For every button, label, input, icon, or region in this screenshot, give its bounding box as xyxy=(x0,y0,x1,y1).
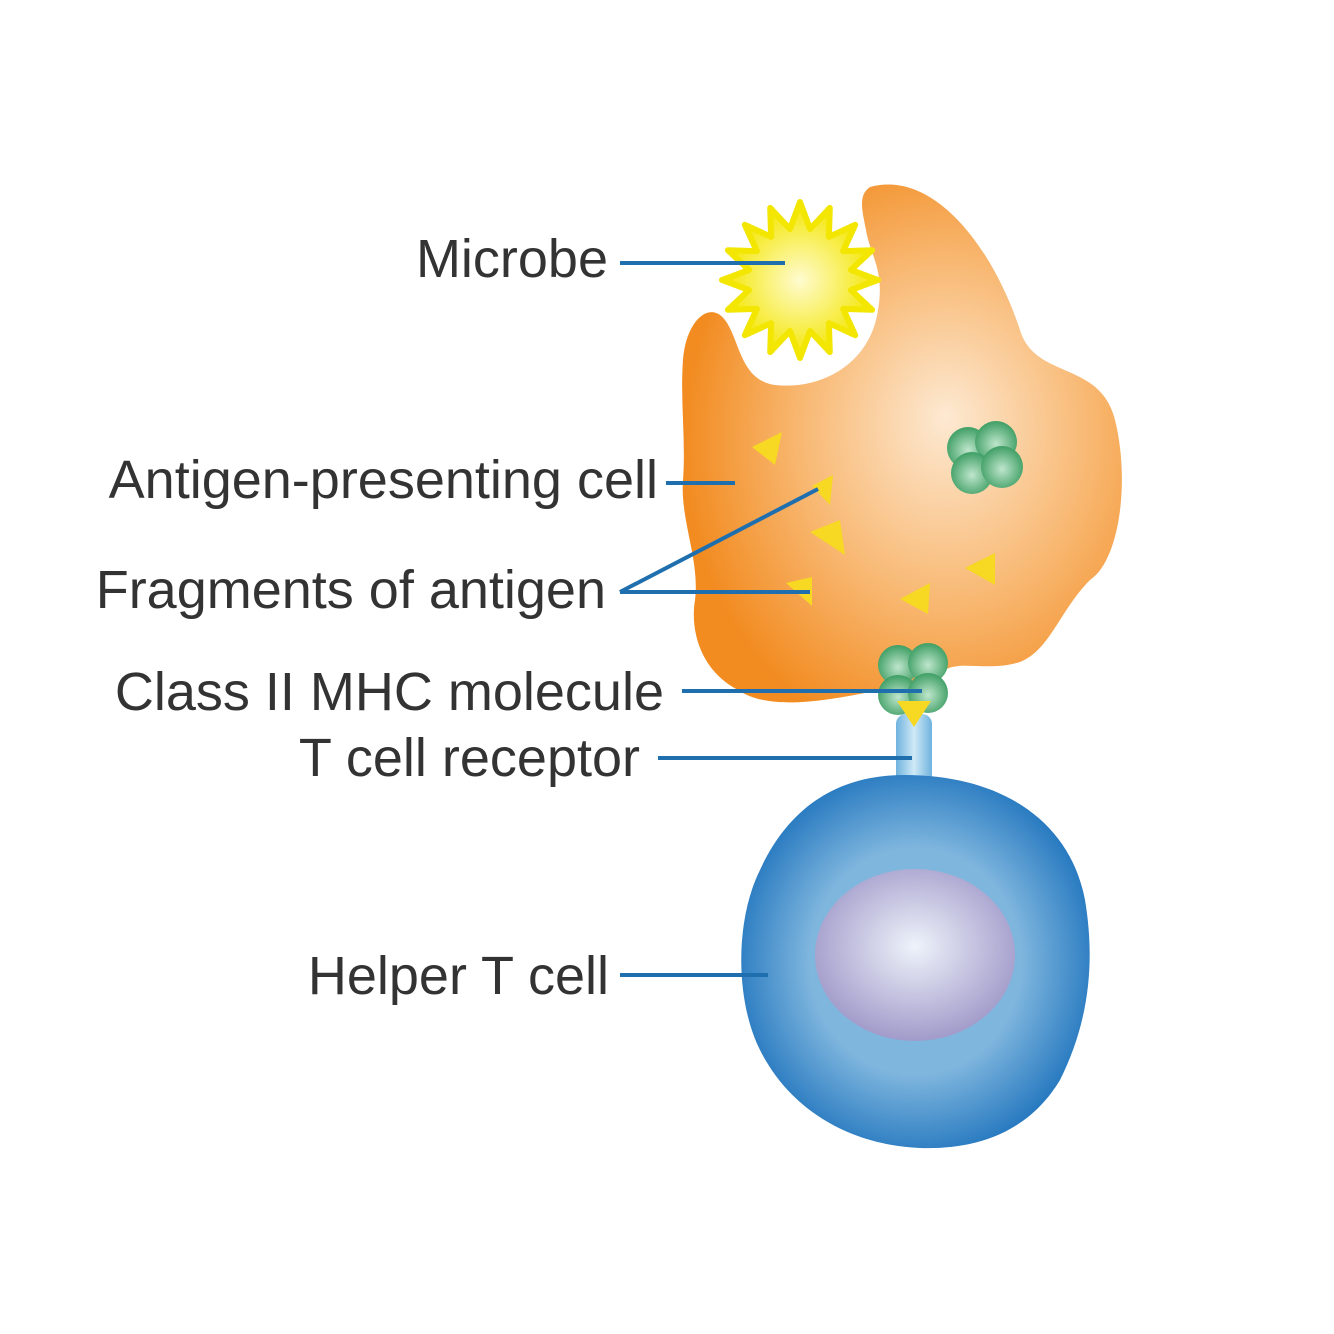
antigen-fragment xyxy=(810,520,845,555)
antigen-fragment xyxy=(900,583,930,614)
antigen-presenting-cell xyxy=(682,184,1122,703)
helper-t-cell-nucleus xyxy=(815,869,1015,1041)
class-ii-mhc-molecule xyxy=(878,643,948,715)
antigen-fragments xyxy=(752,432,995,614)
apc-label: Antigen-presenting cell xyxy=(109,450,658,510)
presented-antigen-fragment xyxy=(897,701,931,727)
tcr-label: T cell receptor xyxy=(299,728,640,788)
antigen-fragment xyxy=(752,432,782,465)
microbe-label: Microbe xyxy=(416,229,608,289)
leader-lines xyxy=(619,261,922,977)
fragments-leader-line-1 xyxy=(619,487,819,594)
internal-mhc-molecule xyxy=(947,421,1023,494)
helper-label: Helper T cell xyxy=(308,946,609,1006)
mhc-label: Class II MHC molecule xyxy=(115,662,664,722)
labels: Microbe Antigen-presenting cell Fragment… xyxy=(96,229,664,1006)
antigen-fragment xyxy=(965,553,995,585)
antigen-fragment xyxy=(812,475,833,505)
fragments-label: Fragments of antigen xyxy=(96,560,606,620)
microbe xyxy=(719,199,881,361)
